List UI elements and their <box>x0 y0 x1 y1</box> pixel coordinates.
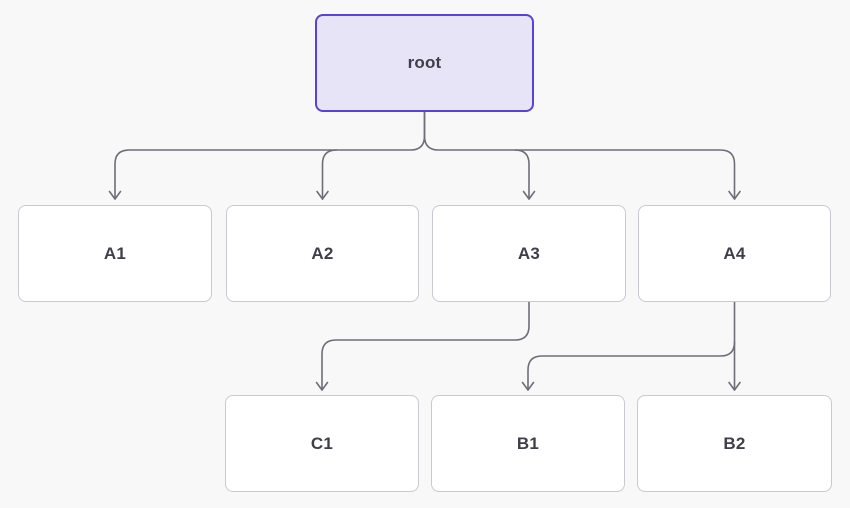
arrowhead-b2 <box>728 381 741 391</box>
edge-root-a3-drop <box>514 149 530 200</box>
arrowhead-a3 <box>522 190 536 200</box>
edge-root-a4 <box>423 111 736 200</box>
node-a4[interactable]: A4 <box>638 205 831 302</box>
arrowhead-c1 <box>315 381 329 391</box>
node-b2[interactable]: B2 <box>637 395 832 492</box>
node-a1[interactable]: A1 <box>18 205 212 302</box>
node-b1[interactable]: B1 <box>431 395 625 492</box>
node-c1-label: C1 <box>310 433 334 453</box>
edge-root-a2-drop <box>321 149 338 200</box>
arrowhead-b1 <box>521 381 535 391</box>
node-a4-label: A4 <box>723 243 746 263</box>
node-root[interactable]: root <box>315 14 534 112</box>
node-a3[interactable]: A3 <box>432 205 626 302</box>
node-b2-label: B2 <box>723 433 746 453</box>
arrowhead-a4 <box>728 190 741 200</box>
node-b1-label: B1 <box>516 433 540 453</box>
arrowhead-a1 <box>108 190 122 200</box>
node-root-label: root <box>407 53 442 72</box>
node-a1-label: A1 <box>103 243 127 263</box>
node-a2-label: A2 <box>311 243 334 263</box>
edge-a3-c1 <box>321 301 530 391</box>
node-a3-label: A3 <box>517 243 541 263</box>
arrowhead-a2 <box>316 190 329 200</box>
edge-a4-b1 <box>527 341 736 391</box>
node-c1[interactable]: C1 <box>225 395 419 492</box>
node-a2[interactable]: A2 <box>226 205 419 302</box>
edge-root-a1 <box>114 111 426 200</box>
